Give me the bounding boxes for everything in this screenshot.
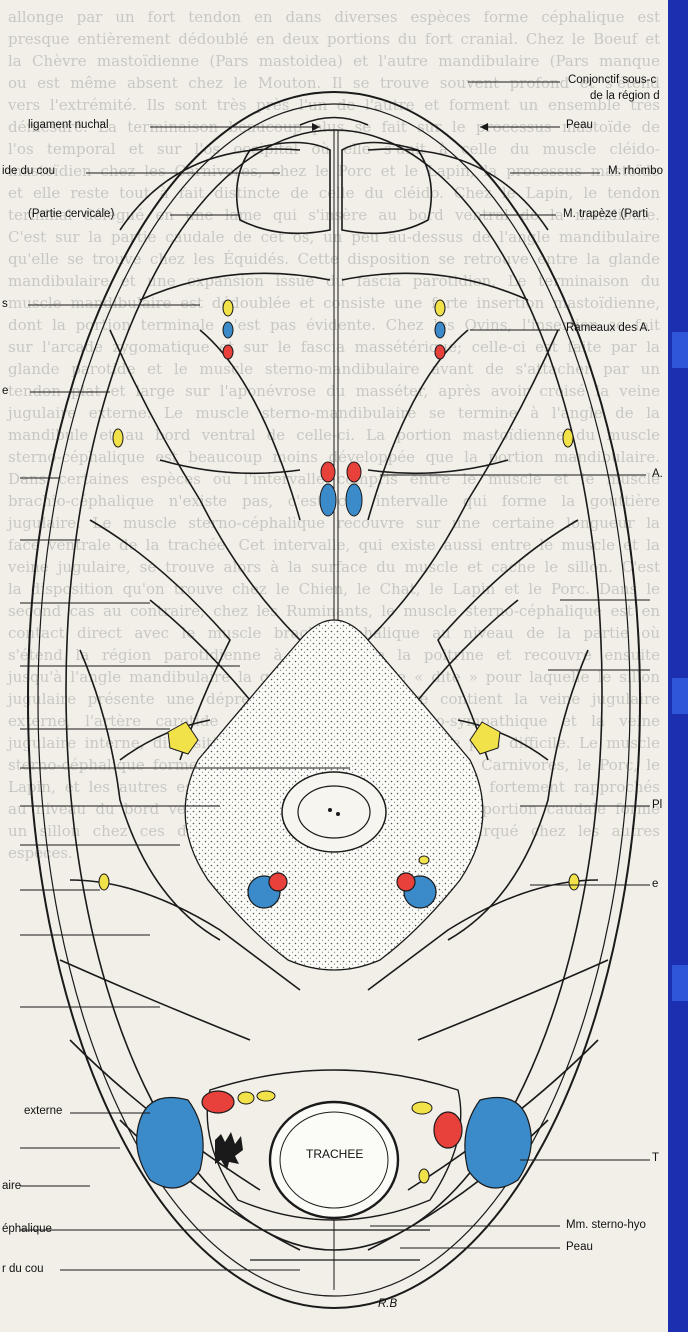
label-sterno-hyo: Mm. sterno-hyo xyxy=(566,1219,646,1232)
nerve xyxy=(223,300,233,316)
slide-accent-band xyxy=(672,332,688,368)
external-jugular-vein-left xyxy=(137,1098,203,1189)
rhomboid-left xyxy=(237,143,330,234)
slide-accent-band xyxy=(672,678,688,714)
label-m-trapeze: M. trapèze (Parti xyxy=(563,208,648,221)
label-peau-top: Peau xyxy=(566,119,593,132)
carotid-artery-right xyxy=(434,1112,462,1148)
label-s: s xyxy=(2,298,8,311)
label-trachee: TRACHEE xyxy=(306,1148,363,1161)
label-ide-du-cou: ide du cou xyxy=(2,165,55,178)
nuchal-ligament-top xyxy=(300,118,368,126)
vertebral-artery xyxy=(269,873,287,891)
neck-cross-section-diagram xyxy=(0,0,668,1332)
slide-accent-band xyxy=(672,965,688,1001)
label-partie-cervicale: (Partie cervicale) xyxy=(28,208,114,221)
artery xyxy=(435,345,445,359)
label-e-right: e xyxy=(652,878,658,891)
nerve xyxy=(435,300,445,316)
vein xyxy=(223,322,233,338)
artery xyxy=(223,345,233,359)
label-r-du-cou: r du cou xyxy=(2,1263,44,1276)
esophagus-lumen xyxy=(215,1132,243,1170)
label-t-right: T xyxy=(652,1152,659,1165)
label-peau-bottom: Peau xyxy=(566,1241,593,1254)
label-e-left: e xyxy=(2,385,8,398)
label-conjonctif: Conjonctif sous-c xyxy=(568,74,656,87)
external-jugular-vein-right xyxy=(465,1098,531,1189)
label-externe: externe xyxy=(24,1105,62,1118)
artist-signature: R.B xyxy=(378,1298,397,1311)
ganglion xyxy=(168,722,198,754)
scanned-page: allonge par un fort tendon en dans diver… xyxy=(0,0,668,1332)
vein xyxy=(435,322,445,338)
carotid-artery-left xyxy=(202,1091,234,1113)
label-rameaux: Rameaux des A. xyxy=(566,322,650,335)
label-aire: aire xyxy=(2,1180,21,1193)
rhomboid-right xyxy=(342,143,431,234)
label-a-right: A. xyxy=(652,468,663,481)
label-conjonctif-2: de la région d xyxy=(590,90,660,103)
label-pl-right: Pl xyxy=(652,799,662,812)
label-m-rhombo: M. rhombo xyxy=(608,165,663,178)
label-ligament-nuchal: ligament nuchal xyxy=(28,119,109,132)
label-ephalique: éphalique xyxy=(2,1223,52,1236)
